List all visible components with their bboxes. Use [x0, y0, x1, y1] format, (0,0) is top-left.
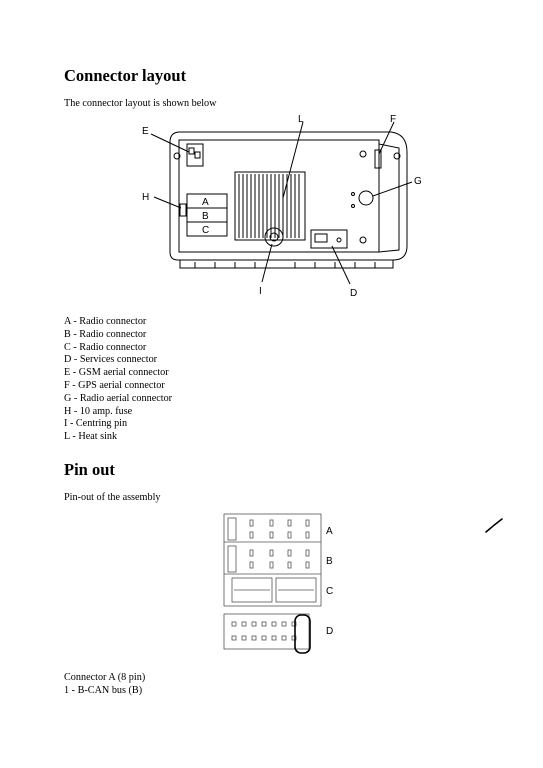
pinout-label-a: A — [326, 526, 333, 537]
legend-item: I - Centring pin — [64, 418, 128, 430]
callout-c: C — [202, 225, 209, 236]
callout-h: H — [142, 192, 149, 203]
connector-layout-intro: The connector layout is shown below — [64, 98, 217, 109]
legend-item: H - 10 amp. fuse — [64, 405, 133, 417]
callout-e: E — [142, 126, 149, 137]
pen-mark — [485, 518, 503, 533]
connector-layout-diagram: E L F G H A B C I D — [142, 114, 422, 299]
callout-i: I — [259, 286, 262, 297]
connector-a-section: Connector A (8 pin) 1 - B-CAN bus (B) — [64, 672, 145, 698]
callout-b: B — [202, 211, 209, 222]
connector-a-pin: 1 - B-CAN bus (B) — [64, 684, 143, 696]
legend-item: G - Radio aerial connector — [64, 392, 173, 404]
legend-item: E - GSM aerial connector — [64, 367, 169, 379]
section-heading-connector-layout: Connector layout — [64, 66, 187, 85]
legend-item: D - Services connector — [64, 354, 158, 366]
section-heading-pin-out: Pin out — [64, 460, 115, 479]
legend-item: C - Radio connector — [64, 341, 147, 353]
pinout-label-b: B — [326, 556, 333, 567]
legend-item: A - Radio connector — [64, 316, 147, 327]
callout-l: L — [298, 114, 304, 125]
callout-a: A — [202, 197, 209, 208]
legend-item: L - Heat sink — [64, 431, 118, 443]
callout-f: F — [390, 114, 396, 125]
callout-d: D — [350, 288, 357, 299]
pinout-diagram: A B C D — [223, 513, 333, 654]
pinout-label-c: C — [326, 586, 333, 597]
callout-g: G — [414, 176, 422, 187]
pinout-label-d: D — [326, 626, 333, 637]
connector-legend: A - Radio connector B - Radio connector … — [64, 316, 172, 444]
legend-item: F - GPS aerial connector — [64, 379, 165, 391]
legend-item: B - Radio connector — [64, 328, 147, 340]
connector-a-title: Connector A (8 pin) — [64, 672, 146, 683]
pin-out-intro: Pin-out of the assembly — [64, 492, 161, 503]
